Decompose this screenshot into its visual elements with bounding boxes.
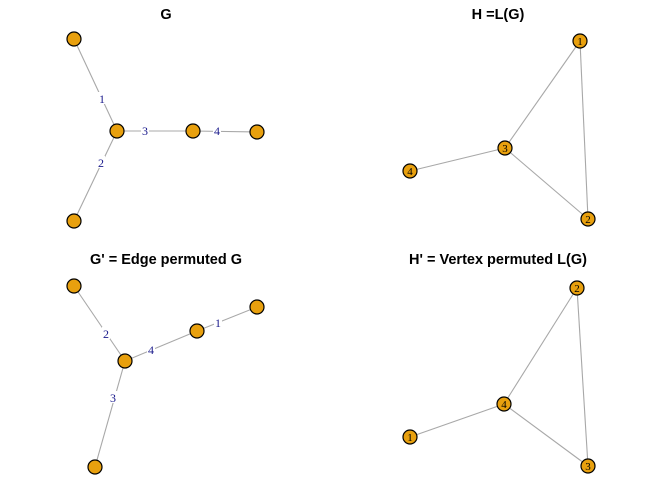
edge [503, 403, 589, 467]
vertex [572, 33, 588, 49]
edge [124, 330, 198, 362]
edge [409, 403, 505, 438]
edge [73, 38, 118, 132]
edge [576, 287, 589, 467]
vertex [569, 280, 585, 296]
vertex [496, 396, 512, 412]
edge [409, 147, 506, 172]
vertex [66, 278, 82, 294]
edge [73, 285, 126, 362]
panel-h: H =L(G) 1 2 3 4 [402, 7, 596, 227]
vertex-label: 3 [502, 143, 508, 155]
edge-label-background [214, 316, 222, 328]
panel-g: G 1 2 3 4 [66, 7, 265, 229]
vertex [66, 31, 82, 47]
edge-label: 2 [98, 156, 104, 170]
vertex-label: 2 [585, 214, 591, 226]
vertex [189, 323, 205, 339]
edge-label-background [147, 343, 155, 355]
vertex [580, 458, 596, 474]
edge-label-background [213, 124, 221, 136]
panel-title-h: H =L(G) [472, 7, 525, 23]
vertex-label: 4 [501, 399, 507, 411]
edge-label: 3 [110, 391, 116, 405]
panel-title-g: G [160, 7, 171, 23]
panel-g-prime: G' = Edge permuted G 2 3 4 1 [66, 252, 265, 475]
vertex-label: 1 [407, 432, 413, 444]
vertex [117, 353, 133, 369]
vertex-label: 3 [585, 461, 591, 473]
vertex [249, 124, 265, 140]
edge-label-background [102, 327, 110, 339]
vertex [580, 211, 596, 227]
edge-label: 4 [214, 124, 220, 138]
edge [192, 130, 258, 133]
edge-label: 1 [215, 316, 221, 330]
vertex [249, 299, 265, 315]
edge [196, 306, 258, 332]
edge-label: 4 [148, 343, 154, 357]
edge-label-background [97, 156, 105, 168]
vertex [185, 123, 201, 139]
edge-label: 1 [99, 92, 105, 106]
panel-title-g-prime: G' = Edge permuted G [90, 252, 242, 268]
vertex-label: 1 [577, 36, 583, 48]
edge [504, 40, 581, 149]
edge [503, 287, 578, 405]
vertex [109, 123, 125, 139]
panel-h-prime: H' = Vertex permuted L(G) 1 2 3 4 [402, 252, 596, 474]
edge-label: 2 [103, 327, 109, 341]
panel-title-h-prime: H' = Vertex permuted L(G) [409, 252, 587, 268]
vertex-label: 2 [574, 283, 580, 295]
vertex [402, 163, 418, 179]
edge [73, 130, 118, 222]
vertex [497, 140, 513, 156]
vertex [402, 429, 418, 445]
vertex-label: 4 [407, 166, 413, 178]
edge [94, 360, 126, 468]
edge [504, 147, 589, 220]
edge-label-background [98, 92, 106, 104]
vertex [87, 459, 103, 475]
edge-label: 3 [142, 124, 148, 138]
vertex [66, 213, 82, 229]
edge-label-background [109, 391, 117, 403]
edge-label-background [141, 124, 149, 136]
edge [579, 40, 589, 220]
